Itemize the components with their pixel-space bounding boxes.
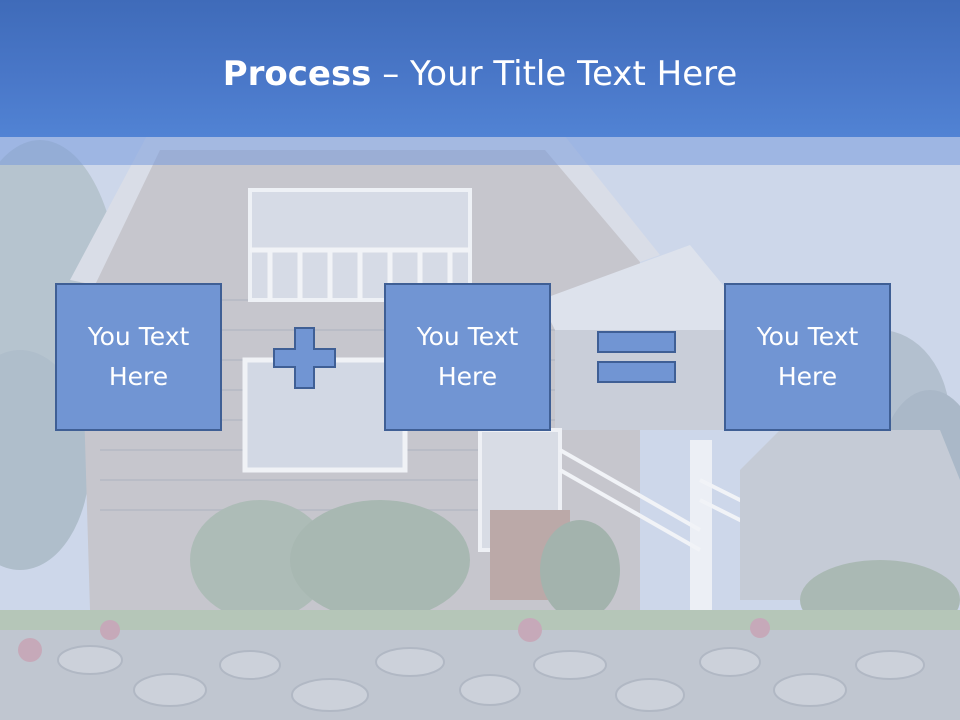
box-2-line-1: You Text	[416, 322, 519, 351]
box-3-line-1: You Text	[756, 322, 859, 351]
title-rest: – Your Title Text Here	[371, 54, 738, 94]
equals-icon	[597, 331, 676, 383]
box-1-line-2: Here	[108, 362, 169, 391]
title-bold: Process	[222, 54, 372, 94]
title-band	[0, 0, 960, 137]
title-band-shadow	[0, 137, 960, 165]
plus-icon	[273, 327, 336, 389]
box-3-line-2: Here	[777, 362, 838, 391]
box-1-line-1: You Text	[87, 322, 190, 351]
box-2-line-2: Here	[437, 362, 498, 391]
slide-title: Process – Your Title Text Here	[0, 50, 960, 98]
